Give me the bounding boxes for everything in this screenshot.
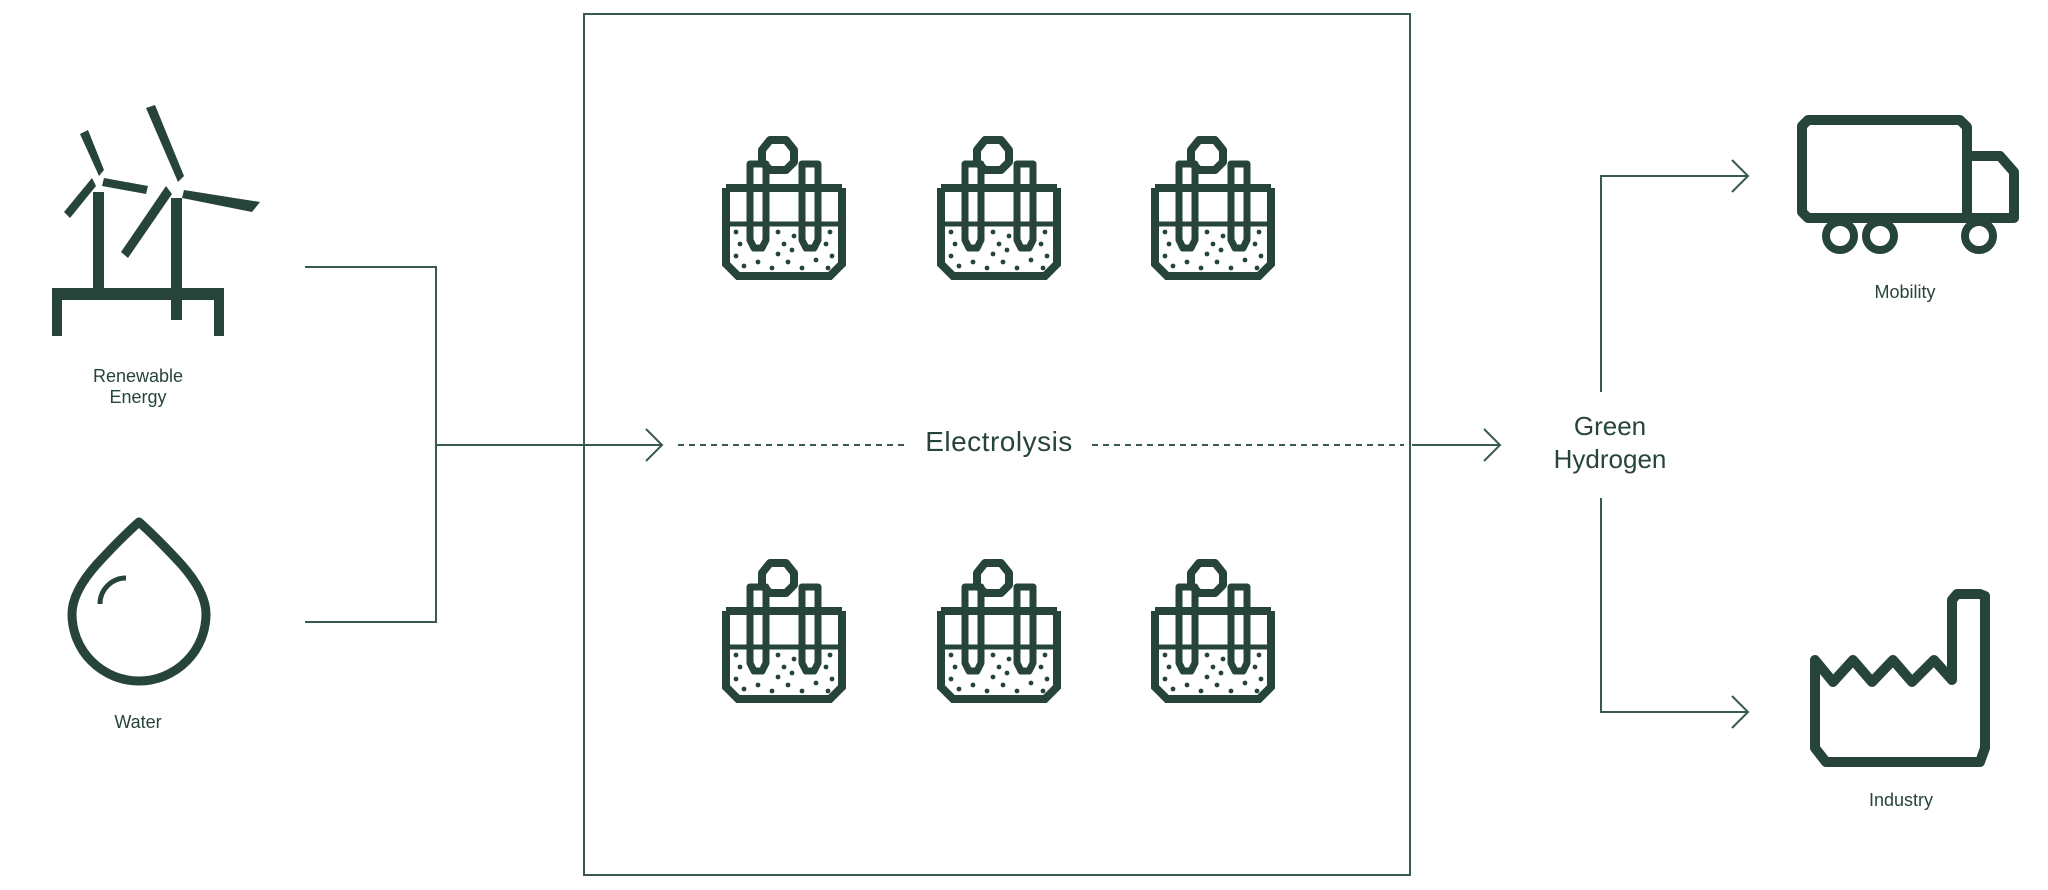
renewable-energy-label: Renewable Energy (68, 366, 208, 407)
electrolysis-cell-icon (1155, 563, 1271, 699)
water-drop-icon (67, 517, 211, 686)
green-hydrogen-label-line1: Green (1573, 411, 1647, 441)
electrolysis-cell-icon (941, 563, 1057, 699)
water-label: Water (114, 712, 162, 732)
output-connector (1412, 159, 1750, 729)
green-hydrogen-label-line2: Hydrogen (1553, 443, 1667, 474)
wind-turbine-icon (52, 105, 260, 336)
input-connector (305, 266, 664, 623)
electrolysis-cell-icon (1155, 140, 1271, 276)
electrolysis-cell-icon (726, 140, 842, 276)
mobility-label: Mobility (1874, 282, 1936, 302)
industry-label: Industry (1868, 790, 1934, 810)
factory-icon (1810, 589, 1990, 767)
renewable-energy-label-line2: Energy (109, 386, 167, 407)
green-hydrogen-label: Green Hydrogen (1520, 410, 1700, 475)
renewable-energy-label-line1: Renewable (92, 366, 184, 386)
truck-icon (1797, 115, 2019, 254)
electrolysis-cell-icon (726, 563, 842, 699)
electrolysis-cell-icon (941, 140, 1057, 276)
electrolysis-label: Electrolysis (908, 426, 1090, 459)
